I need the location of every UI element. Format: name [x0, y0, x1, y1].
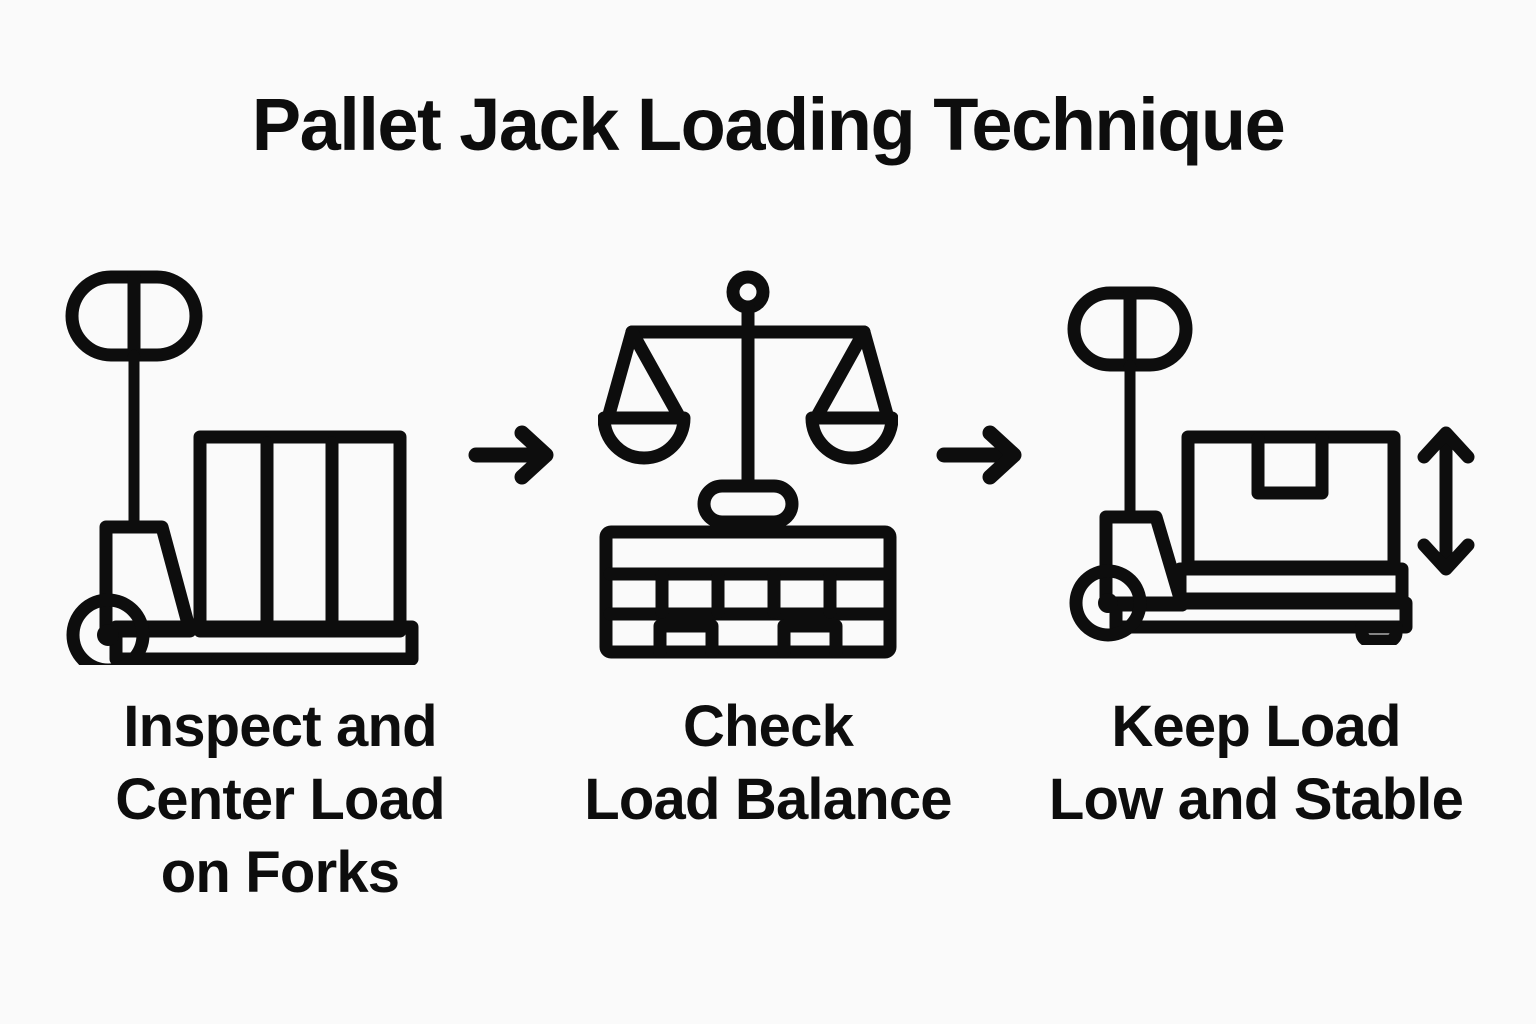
fork-roller-right: [1355, 620, 1403, 645]
jack-pump-body: [99, 520, 197, 638]
step-1-icon-cell: [60, 265, 430, 665]
step-2-icon-cell: [598, 270, 898, 660]
step-1-caption-line-2: Center Load: [115, 767, 445, 833]
step-2-caption-line-2: Load Balance: [584, 767, 952, 833]
step-3-caption-line-2: Low and Stable: [1048, 767, 1464, 833]
pallet-platform: [1173, 562, 1409, 606]
pallet-jack-with-crate-icon: [65, 270, 419, 665]
step-2-caption-line-1: Check: [682, 694, 854, 759]
steer-wheel-hub: [1098, 593, 1118, 613]
scale-base: [697, 479, 799, 529]
arrow-right-icon: [468, 425, 554, 485]
pallet-notch-left: [653, 619, 719, 659]
scale-pan-left: [598, 411, 691, 465]
cardboard-box-icon: [1181, 430, 1401, 574]
fork-deck: [1109, 596, 1413, 634]
connector-1-cell: [466, 420, 562, 510]
arrow-head: [514, 425, 554, 485]
step-3-caption-line-1: Keep Load: [1111, 694, 1401, 759]
step-3-caption: Keep Load Low and Stable: [1036, 690, 1476, 836]
step-2-caption: Check Load Balance: [548, 690, 988, 836]
box-flap-detail: [1251, 432, 1329, 500]
steer-wheel-outer: [66, 593, 150, 665]
steer-wheel-outer: [1069, 564, 1147, 642]
crate-load-icon: [193, 430, 407, 638]
scale-left-strings: [601, 325, 687, 425]
fork-roller-left: [211, 652, 267, 665]
step-3-icon-cell: [1066, 285, 1476, 645]
step-1-caption: Inspect and Center Load on Forks: [60, 690, 500, 909]
fork-roller-right: [335, 652, 391, 665]
page-title: Pallet Jack Loading Technique: [251, 83, 1286, 166]
step-1-caption-line-1: Inspect and: [123, 694, 437, 759]
height-arrow-head-down: [1417, 538, 1475, 576]
arrow-right-icon: [936, 425, 1022, 485]
arrow-head: [982, 425, 1022, 485]
pallet-notch-right: [777, 619, 843, 659]
steps-icon-row: [60, 250, 1476, 680]
connector-2-cell: [934, 420, 1030, 510]
scale-pan-right: [805, 411, 898, 465]
step-1-caption-line-3: on Forks: [160, 840, 400, 906]
height-arrow-head-up: [1417, 426, 1475, 464]
fork-deck: [109, 620, 419, 665]
steps-caption-row: Inspect and Center Load on Forks Check L…: [60, 690, 1476, 909]
scale-right-strings: [809, 325, 895, 425]
pallet-icon: [599, 525, 897, 659]
steer-wheel-hub: [97, 624, 119, 646]
balance-scale-on-pallet-icon: [598, 270, 898, 659]
double-headed-vertical-arrow-icon: [1417, 426, 1475, 576]
pallet-jack-with-box-height-icon: [1067, 286, 1475, 645]
